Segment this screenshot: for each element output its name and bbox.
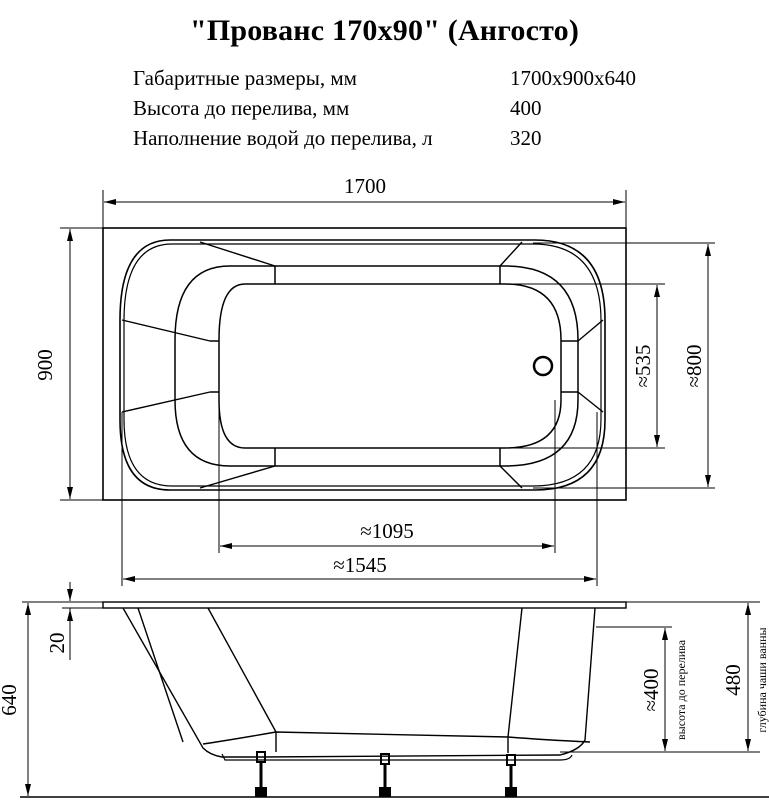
- dim-rim-label: 20: [45, 633, 69, 654]
- dim-total-height-label: 640: [0, 684, 21, 716]
- support-legs: [255, 751, 517, 797]
- top-view: [60, 190, 715, 586]
- body-profile: [122, 607, 596, 758]
- rim-profile: [102, 601, 627, 609]
- overflow-caption: высота до перелива: [674, 639, 688, 740]
- bowl-depth-caption: глубина чаши ванны: [755, 627, 769, 732]
- dim-bowl-depth-label: 480: [721, 664, 745, 696]
- spec-label: Наполнение водой до перелива, л: [133, 126, 433, 150]
- spec-label: Габаритные размеры, мм: [133, 66, 357, 90]
- outer-rim-outline: [102, 227, 627, 501]
- dim-535-label: ≈535: [631, 344, 655, 387]
- drain-icon: [532, 355, 554, 377]
- bowl-middle-ring: [174, 265, 579, 467]
- dim-1095-label: ≈1095: [360, 519, 414, 543]
- bowl-rim: [119, 239, 606, 491]
- dim-800-label: ≈800: [682, 344, 706, 387]
- spec-value: 1700х900х640: [510, 66, 636, 90]
- spec-value: 320: [510, 126, 542, 150]
- page-title: "Прованс 170х90" (Ангосто): [189, 14, 580, 47]
- spec-value: 400: [510, 96, 542, 120]
- dim-length-label: 1700: [344, 174, 386, 198]
- dim-width-label: 900: [33, 349, 57, 381]
- spec-label: Высота до перелива, мм: [133, 96, 350, 120]
- dim-overflow-label: ≈400: [639, 668, 663, 711]
- bowl-bottom: [218, 283, 562, 449]
- side-view: [20, 582, 769, 798]
- dim-1545-label: ≈1545: [333, 553, 387, 577]
